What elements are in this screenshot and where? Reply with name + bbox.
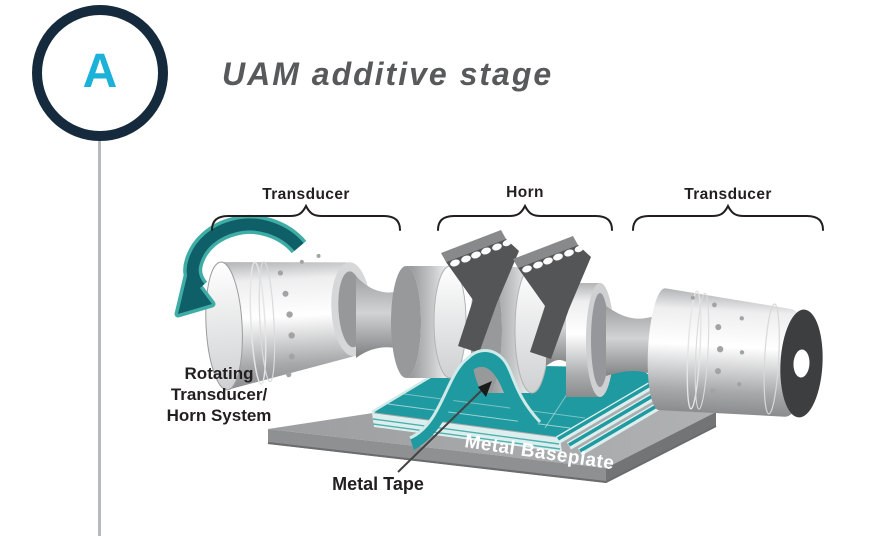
rotating-label-line3: Horn System [167,406,272,425]
step-badge-letter: A [82,45,118,98]
tape-grid-line [387,403,571,429]
tape-strata-line [372,418,560,445]
bracket-holes [450,239,512,267]
band-line [258,261,276,383]
tape-strip [557,383,651,441]
brace-transducer-right [632,203,824,231]
right-transducer-center-hole [793,349,810,378]
brace-horn [437,203,613,231]
tape-grid-line [403,393,586,419]
right-transducer [647,288,823,418]
baseplate-bottom-edge [267,425,717,484]
metal-tape-label: Metal Tape [332,474,424,494]
label-transducer-left: Transducer [262,186,350,203]
rotating-label-line2: Transducer/ [171,385,268,404]
metal-tape-callout: Metal Tape [332,381,492,494]
bolt-dots [690,295,745,394]
rotation-arrowhead [178,272,212,314]
tape-bump [409,349,542,450]
tape-strip [568,389,662,447]
brace-transducer-left [211,203,401,231]
section-labels: Transducer Horn Transducer [211,184,824,231]
bracket-holes [522,245,584,273]
baseplate-front-face [268,429,606,483]
band-line [763,303,780,415]
horn-bracket-right [513,236,591,359]
horn-neck-right [606,306,660,378]
band-line [694,292,710,410]
label-transducer-right: Transducer [684,186,772,203]
label-horn: Horn [506,184,544,201]
tape-strata-line [372,423,561,450]
figure-title: UAM additive stage [222,56,554,92]
tape-bump-edge-highlight [409,349,542,440]
left-transducer-body [205,262,372,390]
pointer-arrowhead [478,381,492,397]
rotating-system-label: Rotating Transducer/ Horn System [167,364,272,425]
band-line [686,290,702,410]
bolt-dots [277,253,321,378]
pointer-line [397,387,485,473]
rotating-label-line1: Rotating [185,364,254,383]
horn-bracket-left [441,230,519,353]
step-connector-line [98,141,101,536]
horn-roller-left [391,265,467,379]
rotation-arrow-icon [174,214,307,318]
tape-bump-surface [410,350,540,450]
rotation-arrow-arc [186,218,304,292]
step-badge-circle: A [32,5,168,141]
horn-assembly [356,230,660,397]
left-transducer [205,253,372,391]
baseplate-side-face [606,412,716,483]
left-transducer-end-cap [205,261,243,391]
band-line [249,261,267,385]
